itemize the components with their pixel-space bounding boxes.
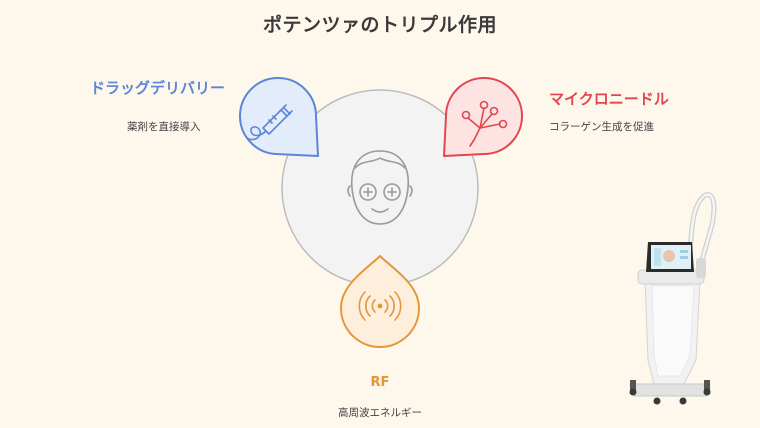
drug-delivery-node [239,77,319,157]
rf-desc: 高周波エネルギー [338,407,422,419]
rf-label: RF [370,375,390,390]
syringe-icon [246,104,293,141]
microneedle-node [443,77,523,157]
face-icon [347,150,413,225]
radio-wave-icon [358,291,402,321]
potenza-device-icon [629,192,717,405]
drug-delivery-label: ドラッグデリバリー [90,79,226,97]
drug-delivery-desc: 薬剤を直接導入 [127,121,201,133]
rf-node [340,255,420,348]
page-title: ポテンツァのトリプル作用 [262,14,497,36]
microneedle-desc: コラーゲン生成を促進 [549,121,654,133]
microneedle-icon [461,100,508,147]
microneedle-label: マイクロニードル [549,90,669,108]
